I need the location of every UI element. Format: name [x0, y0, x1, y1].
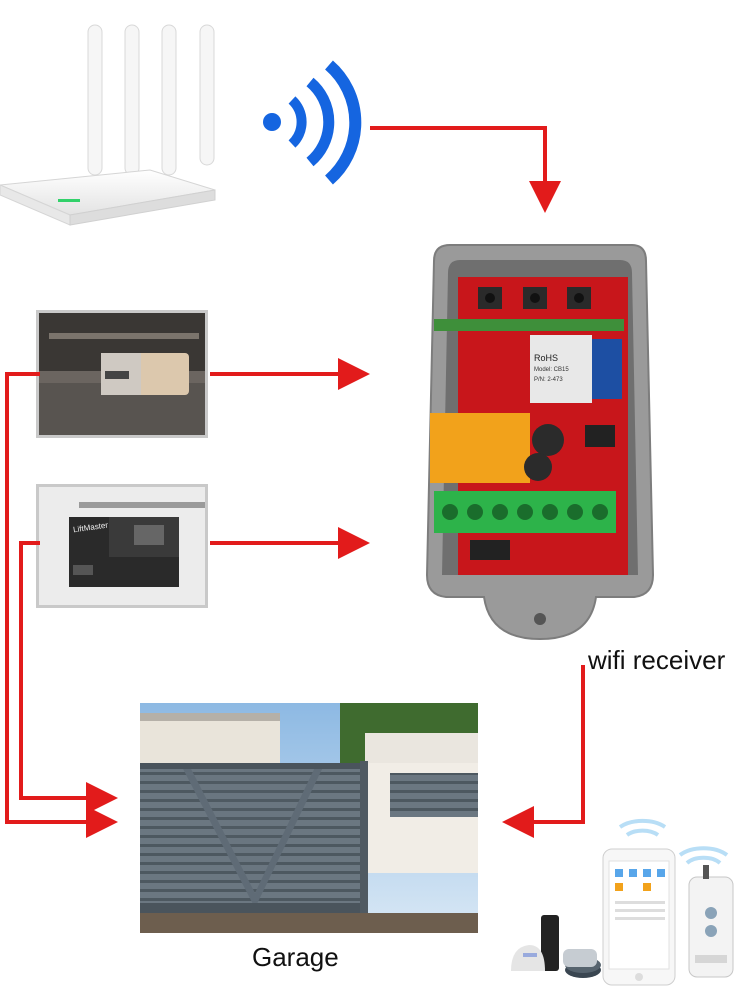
smart-devices [505, 805, 745, 990]
router-image [0, 20, 230, 240]
remote-control-icon [688, 865, 734, 978]
smartphone-icon [602, 848, 676, 986]
garage-opener-photo-1 [36, 310, 208, 438]
opener1-to-garage-arrow [5, 372, 118, 838]
garage-opener-icon [39, 487, 205, 605]
wifi-signal-icon [263, 60, 362, 185]
garage-gate-photo [140, 703, 478, 933]
receiver-rohs-text: RoHS [534, 353, 559, 363]
garage-opener-photo-2: LiftMaster [36, 484, 208, 608]
opener2-to-garage-arrow [19, 541, 118, 814]
receiver-pn-text: P/N: 2-473 [534, 377, 563, 383]
receiver-label: wifi receiver [588, 645, 726, 675]
router-to-receiver-arrow [370, 126, 561, 213]
wifi-receiver-device: RoHS Model: CB15 P/N: 2-473 [420, 235, 660, 645]
smart-speaker-icon [511, 915, 601, 978]
garage-label: Garage [252, 942, 339, 972]
receiver-model-text: Model: CB15 [534, 367, 569, 373]
receiver-to-garage-arrow [502, 665, 585, 838]
router-icon [0, 24, 216, 226]
garage-opener-icon [39, 313, 205, 435]
